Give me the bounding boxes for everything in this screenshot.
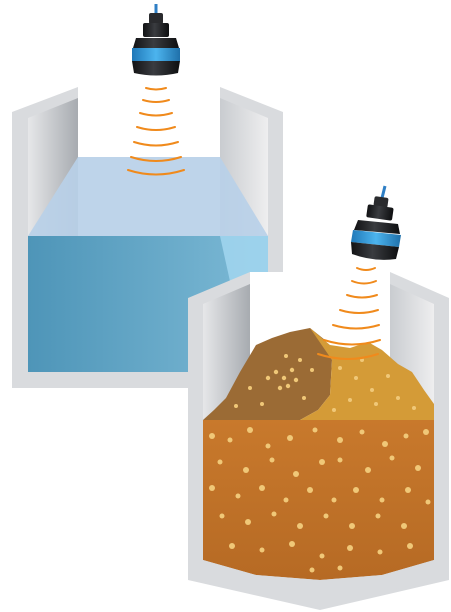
wave-1 (357, 268, 375, 270)
ultrasonic-sensor-solids (351, 186, 401, 260)
sensor-body (133, 38, 179, 48)
sensor-blue-band (132, 48, 180, 61)
sensor-face (132, 61, 180, 76)
sensor-neck (366, 204, 394, 220)
sensor-connector (149, 13, 163, 24)
solids-body (203, 420, 434, 580)
ultrasonic-sensor-liquid (132, 4, 180, 76)
sensor-cable (382, 186, 385, 198)
bulk-solids-bin (188, 272, 449, 610)
sensor-neck (143, 23, 169, 37)
